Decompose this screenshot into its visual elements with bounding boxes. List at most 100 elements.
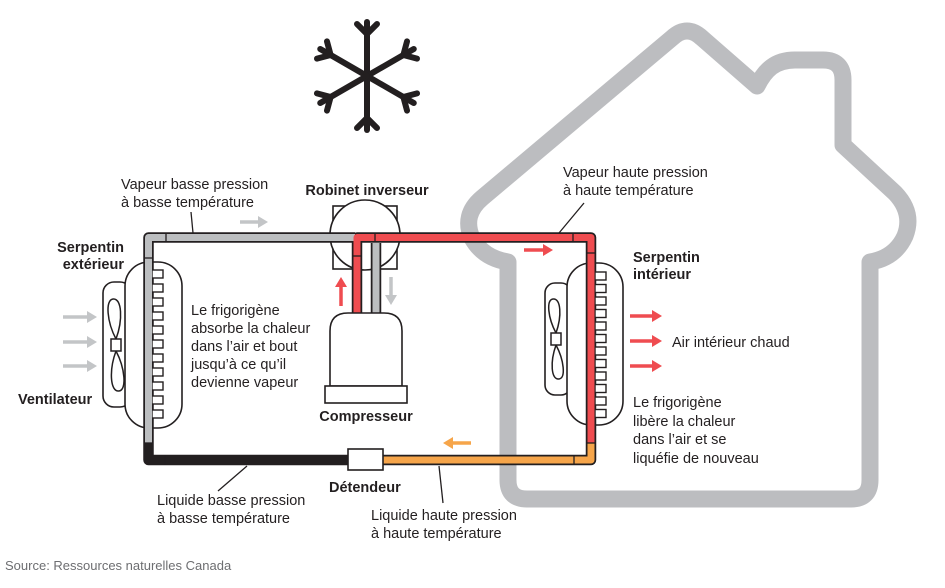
fan-hub [110, 338, 122, 352]
coil-fin [151, 325, 164, 335]
high-pressure-vapor-pipe [353, 234, 595, 443]
label-vapeur-basse: Vapeur basse pression à basse températur… [121, 177, 268, 211]
label-line: intérieur [633, 267, 691, 283]
fan-hub [550, 332, 562, 346]
arrow-down-icon [385, 277, 397, 305]
source-caption: Source: Ressources naturelles Canada [5, 558, 232, 573]
label-line: extérieur [63, 257, 125, 273]
low-pressure-vapor-pipe [145, 234, 355, 443]
snowflake-icon [313, 19, 421, 133]
coil-fin [151, 339, 164, 349]
coil-fin [151, 409, 164, 419]
pipe-joints [144, 233, 596, 465]
description-line: devienne vapeur [191, 375, 298, 391]
label-line: Liquide basse pression [157, 493, 305, 509]
leader-line [217, 465, 248, 492]
coil-fin [594, 383, 607, 394]
label-line: Vapeur basse pression [121, 177, 268, 193]
arrow-icon [630, 360, 662, 372]
description-line: libère la chaleur [633, 414, 736, 430]
coil-fin [151, 311, 164, 321]
label-line: à basse température [157, 511, 290, 527]
coil-fin [151, 381, 164, 391]
coil-fin [594, 321, 607, 331]
right-description: Le frigorigène libère la chaleur dans l’… [633, 395, 759, 467]
arrow-icon [524, 244, 553, 256]
coil-fin [151, 269, 164, 279]
coil-fin [594, 396, 607, 406]
coil-fin [594, 296, 607, 306]
snowflake-arm [354, 19, 380, 79]
snowflake-arm [364, 73, 421, 114]
arrow-up-icon [335, 277, 347, 306]
label-line: Vapeur haute pression [563, 165, 708, 181]
label-ventilateur: Ventilateur [18, 392, 92, 408]
left-description: Le frigorigène absorbe la chaleur dans l… [190, 303, 310, 391]
description-line: dans l’air et se [633, 432, 727, 448]
leader-line [438, 465, 444, 504]
arrow-icon [630, 310, 662, 322]
label-line: Serpentin [633, 250, 700, 266]
label-serpentin-exterieur: Serpentin extérieur [57, 240, 124, 273]
exterior-fan-icon [107, 298, 125, 392]
coil-fin [594, 283, 607, 294]
label-liquide-haute: Liquide haute pression à haute températu… [371, 508, 517, 542]
interior-fan-icon [548, 298, 564, 380]
arrow-icon [630, 335, 662, 347]
compressor [324, 312, 408, 404]
snowflake-arm [364, 38, 421, 79]
compressor-body [329, 312, 403, 387]
arrow-left-icon [443, 437, 471, 449]
label-detendeur: Détendeur [329, 480, 401, 496]
coil-fin [594, 358, 607, 369]
coil-fin [151, 367, 164, 377]
interior-coil-fins [594, 271, 607, 419]
fan-blade [548, 298, 561, 335]
description-line: jusqu’à ce qu’il [190, 357, 286, 373]
label-line: à haute température [563, 183, 694, 199]
compressor-base [324, 385, 408, 404]
description-line: Le frigorigène [191, 303, 280, 319]
leader-line [558, 202, 585, 234]
description-line: absorbe la chaleur [191, 321, 310, 337]
snowflake-arm [313, 73, 370, 114]
description-line: liquéfie de nouveau [633, 451, 759, 467]
coil-fin [594, 333, 607, 344]
label-line: à haute température [371, 526, 502, 542]
arrow-icon [240, 216, 268, 228]
label-line: Serpentin [57, 240, 124, 256]
description-line: dans l’air et bout [191, 339, 297, 355]
leader-line [190, 211, 194, 234]
expansion-valve [347, 448, 384, 471]
arrow-icon [63, 336, 97, 348]
fan-blade [107, 298, 122, 341]
coil-fin [151, 297, 164, 307]
coil-fin [151, 395, 164, 405]
coil-fin [594, 308, 607, 319]
label-line: à basse température [121, 195, 254, 211]
fan-blade [110, 349, 125, 392]
coil-fin [594, 346, 607, 356]
coil-fin [594, 408, 607, 419]
low-pressure-liquid-pipe [145, 443, 348, 464]
house-outline-icon [460, 22, 917, 508]
coil-fin [594, 271, 607, 281]
label-line: Liquide haute pression [371, 508, 517, 524]
coil-fin [594, 371, 607, 381]
snowflake-arm [354, 73, 380, 133]
label-liquide-basse: Liquide basse pression à basse températu… [157, 493, 305, 527]
high-pressure-liquid-pipe [383, 443, 595, 464]
arrow-icon [63, 360, 97, 372]
label-robinet-inverseur: Robinet inverseur [305, 183, 429, 199]
snowflake-arm [313, 38, 370, 79]
warm-air-arrows [630, 310, 662, 372]
exterior-coil-fins [151, 269, 164, 419]
label-compresseur: Compresseur [319, 409, 413, 425]
coil-fin [151, 283, 164, 293]
coil-fin [151, 353, 164, 363]
outdoor-air-arrows [63, 311, 97, 372]
description-line: Le frigorigène [633, 395, 722, 411]
arrow-icon [63, 311, 97, 323]
label-serpentin-interieur: Serpentin intérieur [633, 250, 700, 283]
label-vapeur-haute: Vapeur haute pression à haute températur… [563, 165, 708, 199]
